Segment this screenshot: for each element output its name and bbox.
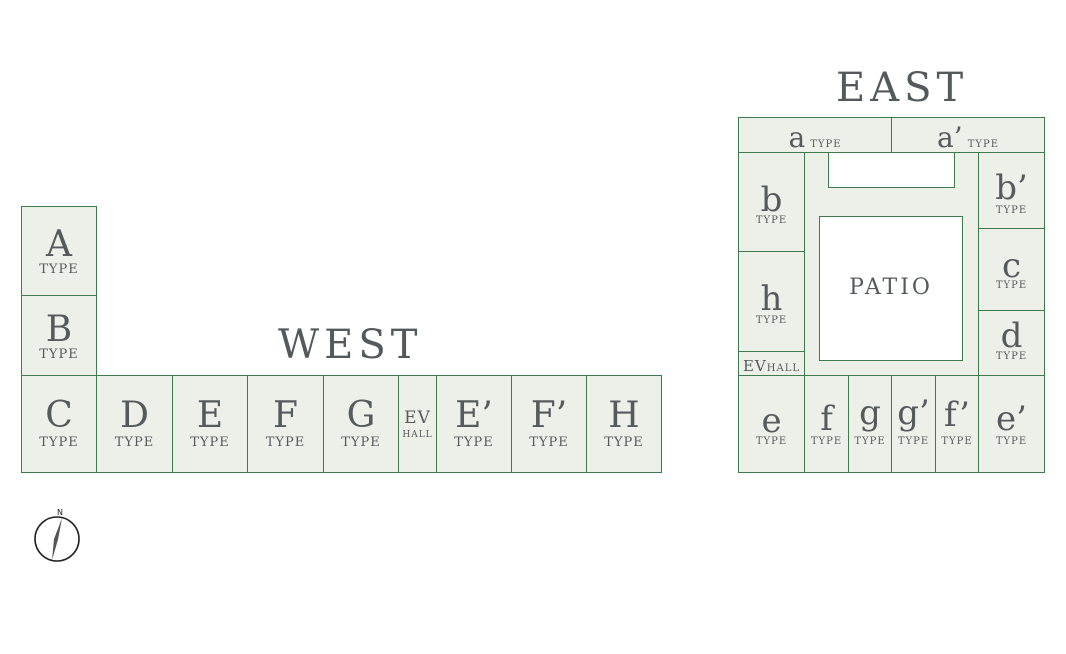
unit-letter: f: [820, 399, 833, 439]
unit-letter: E’: [455, 395, 493, 436]
unit-F-prime-type[interactable]: F’ TYPE: [511, 375, 587, 473]
unit-b-type[interactable]: b TYPE: [738, 152, 805, 252]
unit-H-type[interactable]: H TYPE: [586, 375, 662, 473]
unit-sub: TYPE: [39, 262, 79, 277]
unit-h-type[interactable]: h TYPE: [738, 251, 805, 352]
unit-G-type[interactable]: G TYPE: [323, 375, 399, 473]
unit-sub: TYPE: [810, 139, 842, 150]
unit-d-type[interactable]: d TYPE: [978, 310, 1045, 376]
unit-sub: TYPE: [755, 436, 788, 447]
north-arrow-icon: N: [33, 506, 81, 564]
unit-sub: TYPE: [39, 347, 79, 362]
unit-letter: F: [273, 395, 298, 436]
unit-letter: h: [760, 279, 783, 319]
ev-hall-west[interactable]: EV HALL: [398, 375, 437, 473]
unit-f-prime-type[interactable]: f’ TYPE: [935, 375, 979, 473]
unit-D-type[interactable]: D TYPE: [96, 375, 173, 473]
unit-g-prime-type[interactable]: g’ TYPE: [891, 375, 936, 473]
unit-C-type[interactable]: C TYPE: [21, 375, 97, 473]
ev-label: EV: [742, 357, 767, 375]
light-well: [828, 152, 955, 188]
hall-label: HALL: [766, 363, 801, 374]
unit-sub: TYPE: [755, 315, 788, 326]
unit-sub: TYPE: [341, 435, 381, 450]
unit-B-type[interactable]: B TYPE: [21, 295, 97, 376]
unit-g-type[interactable]: g TYPE: [848, 375, 892, 473]
unit-sub: TYPE: [995, 436, 1028, 447]
unit-f-type[interactable]: f TYPE: [804, 375, 849, 473]
unit-letter: b’: [995, 168, 1028, 208]
unit-letter: a: [788, 121, 806, 154]
unit-sub: TYPE: [995, 280, 1028, 291]
unit-letter: d: [1000, 316, 1023, 356]
unit-letter: F’: [530, 395, 568, 436]
unit-sub: TYPE: [941, 436, 973, 447]
unit-sub: TYPE: [265, 435, 306, 450]
unit-letter: g: [859, 393, 881, 433]
unit-letter: c: [1001, 246, 1022, 286]
patio-label: PATIO: [849, 275, 933, 300]
unit-sub: TYPE: [995, 351, 1028, 362]
unit-letter: E: [196, 395, 224, 436]
unit-letter: a’: [937, 121, 963, 154]
east-title: EAST: [836, 65, 969, 111]
unit-sub: TYPE: [604, 435, 644, 450]
unit-F-type[interactable]: F TYPE: [247, 375, 324, 473]
unit-sub: TYPE: [995, 205, 1028, 216]
unit-sub: TYPE: [190, 435, 230, 450]
unit-letter: D: [120, 395, 149, 436]
unit-sub: TYPE: [967, 139, 999, 150]
unit-letter: f’: [944, 395, 970, 435]
unit-sub: TYPE: [529, 435, 569, 450]
unit-letter: e’: [996, 399, 1027, 439]
unit-sub: TYPE: [114, 435, 155, 450]
unit-letter: A: [46, 224, 72, 265]
unit-letter: g’: [897, 393, 930, 433]
ev-hall-east[interactable]: EVHALL: [738, 351, 805, 376]
unit-sub: TYPE: [897, 436, 930, 447]
unit-letter: C: [45, 395, 73, 436]
unit-e-type[interactable]: e TYPE: [738, 375, 805, 473]
unit-a-prime-type[interactable]: a’ TYPE: [891, 117, 1045, 154]
unit-A-type[interactable]: A TYPE: [21, 206, 97, 296]
unit-b-prime-type[interactable]: b’ TYPE: [978, 152, 1045, 229]
unit-E-type[interactable]: E TYPE: [172, 375, 248, 473]
unit-sub: TYPE: [454, 435, 494, 450]
unit-letter: e: [761, 401, 782, 441]
unit-sub: TYPE: [39, 435, 79, 450]
unit-a-type[interactable]: a TYPE: [738, 117, 892, 154]
unit-letter: G: [346, 395, 376, 436]
west-title: WEST: [278, 322, 423, 368]
patio[interactable]: PATIO: [819, 216, 963, 361]
unit-letter: H: [608, 395, 640, 436]
north-label: N: [57, 508, 63, 517]
ev-label: EV: [404, 408, 431, 428]
unit-e-prime-type[interactable]: e’ TYPE: [978, 375, 1045, 473]
unit-letter: b: [760, 180, 783, 220]
unit-letter: B: [45, 309, 73, 350]
hall-label: HALL: [402, 430, 433, 440]
unit-sub: TYPE: [810, 436, 843, 447]
unit-c-type[interactable]: c TYPE: [978, 228, 1045, 311]
unit-sub: TYPE: [854, 436, 886, 447]
unit-sub: TYPE: [755, 215, 788, 226]
unit-E-prime-type[interactable]: E’ TYPE: [436, 375, 512, 473]
